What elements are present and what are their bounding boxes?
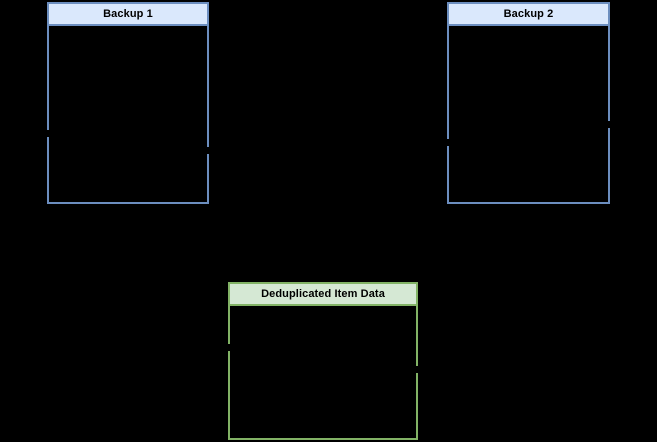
- connection-point-right[interactable]: [416, 366, 419, 373]
- node-backup-1-body: [46, 26, 210, 202]
- node-deduplicated-item-data-body: [227, 306, 419, 438]
- node-backup-1[interactable]: Backup 1: [46, 2, 210, 204]
- node-backup-2-body: [446, 26, 611, 202]
- connection-point-right[interactable]: [207, 147, 210, 154]
- node-backup-1-title: Backup 1: [49, 4, 207, 26]
- connection-point-left[interactable]: [46, 130, 49, 137]
- connection-point-left[interactable]: [227, 344, 230, 351]
- connection-point-left[interactable]: [446, 139, 449, 146]
- connection-point-right[interactable]: [608, 121, 611, 128]
- node-deduplicated-item-data-title: Deduplicated Item Data: [230, 284, 416, 306]
- node-deduplicated-item-data[interactable]: Deduplicated Item Data: [227, 282, 419, 440]
- node-backup-2-title: Backup 2: [449, 4, 608, 26]
- node-backup-2[interactable]: Backup 2: [446, 2, 611, 204]
